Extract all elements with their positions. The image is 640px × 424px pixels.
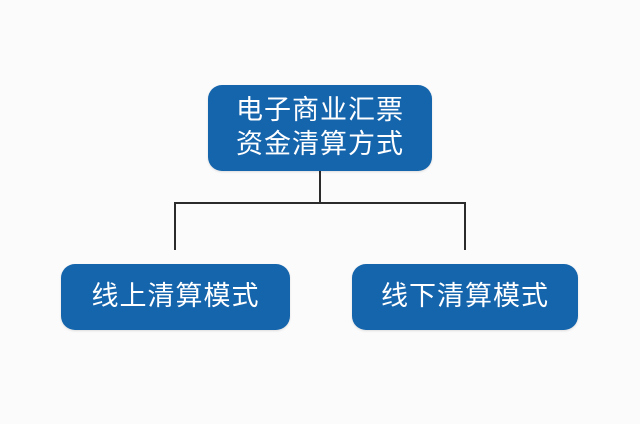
child-node-offline: 线下清算模式 [352, 264, 578, 330]
child-node-online-label: 线上清算模式 [91, 281, 260, 312]
root-node: 电子商业汇票 资金清算方式 [208, 85, 432, 171]
root-node-line-2: 资金清算方式 [236, 129, 404, 160]
child-node-online: 线上清算模式 [61, 264, 290, 330]
child-node-offline-label: 线下清算模式 [381, 281, 549, 312]
root-node-line-1: 电子商业汇票 [236, 95, 404, 126]
